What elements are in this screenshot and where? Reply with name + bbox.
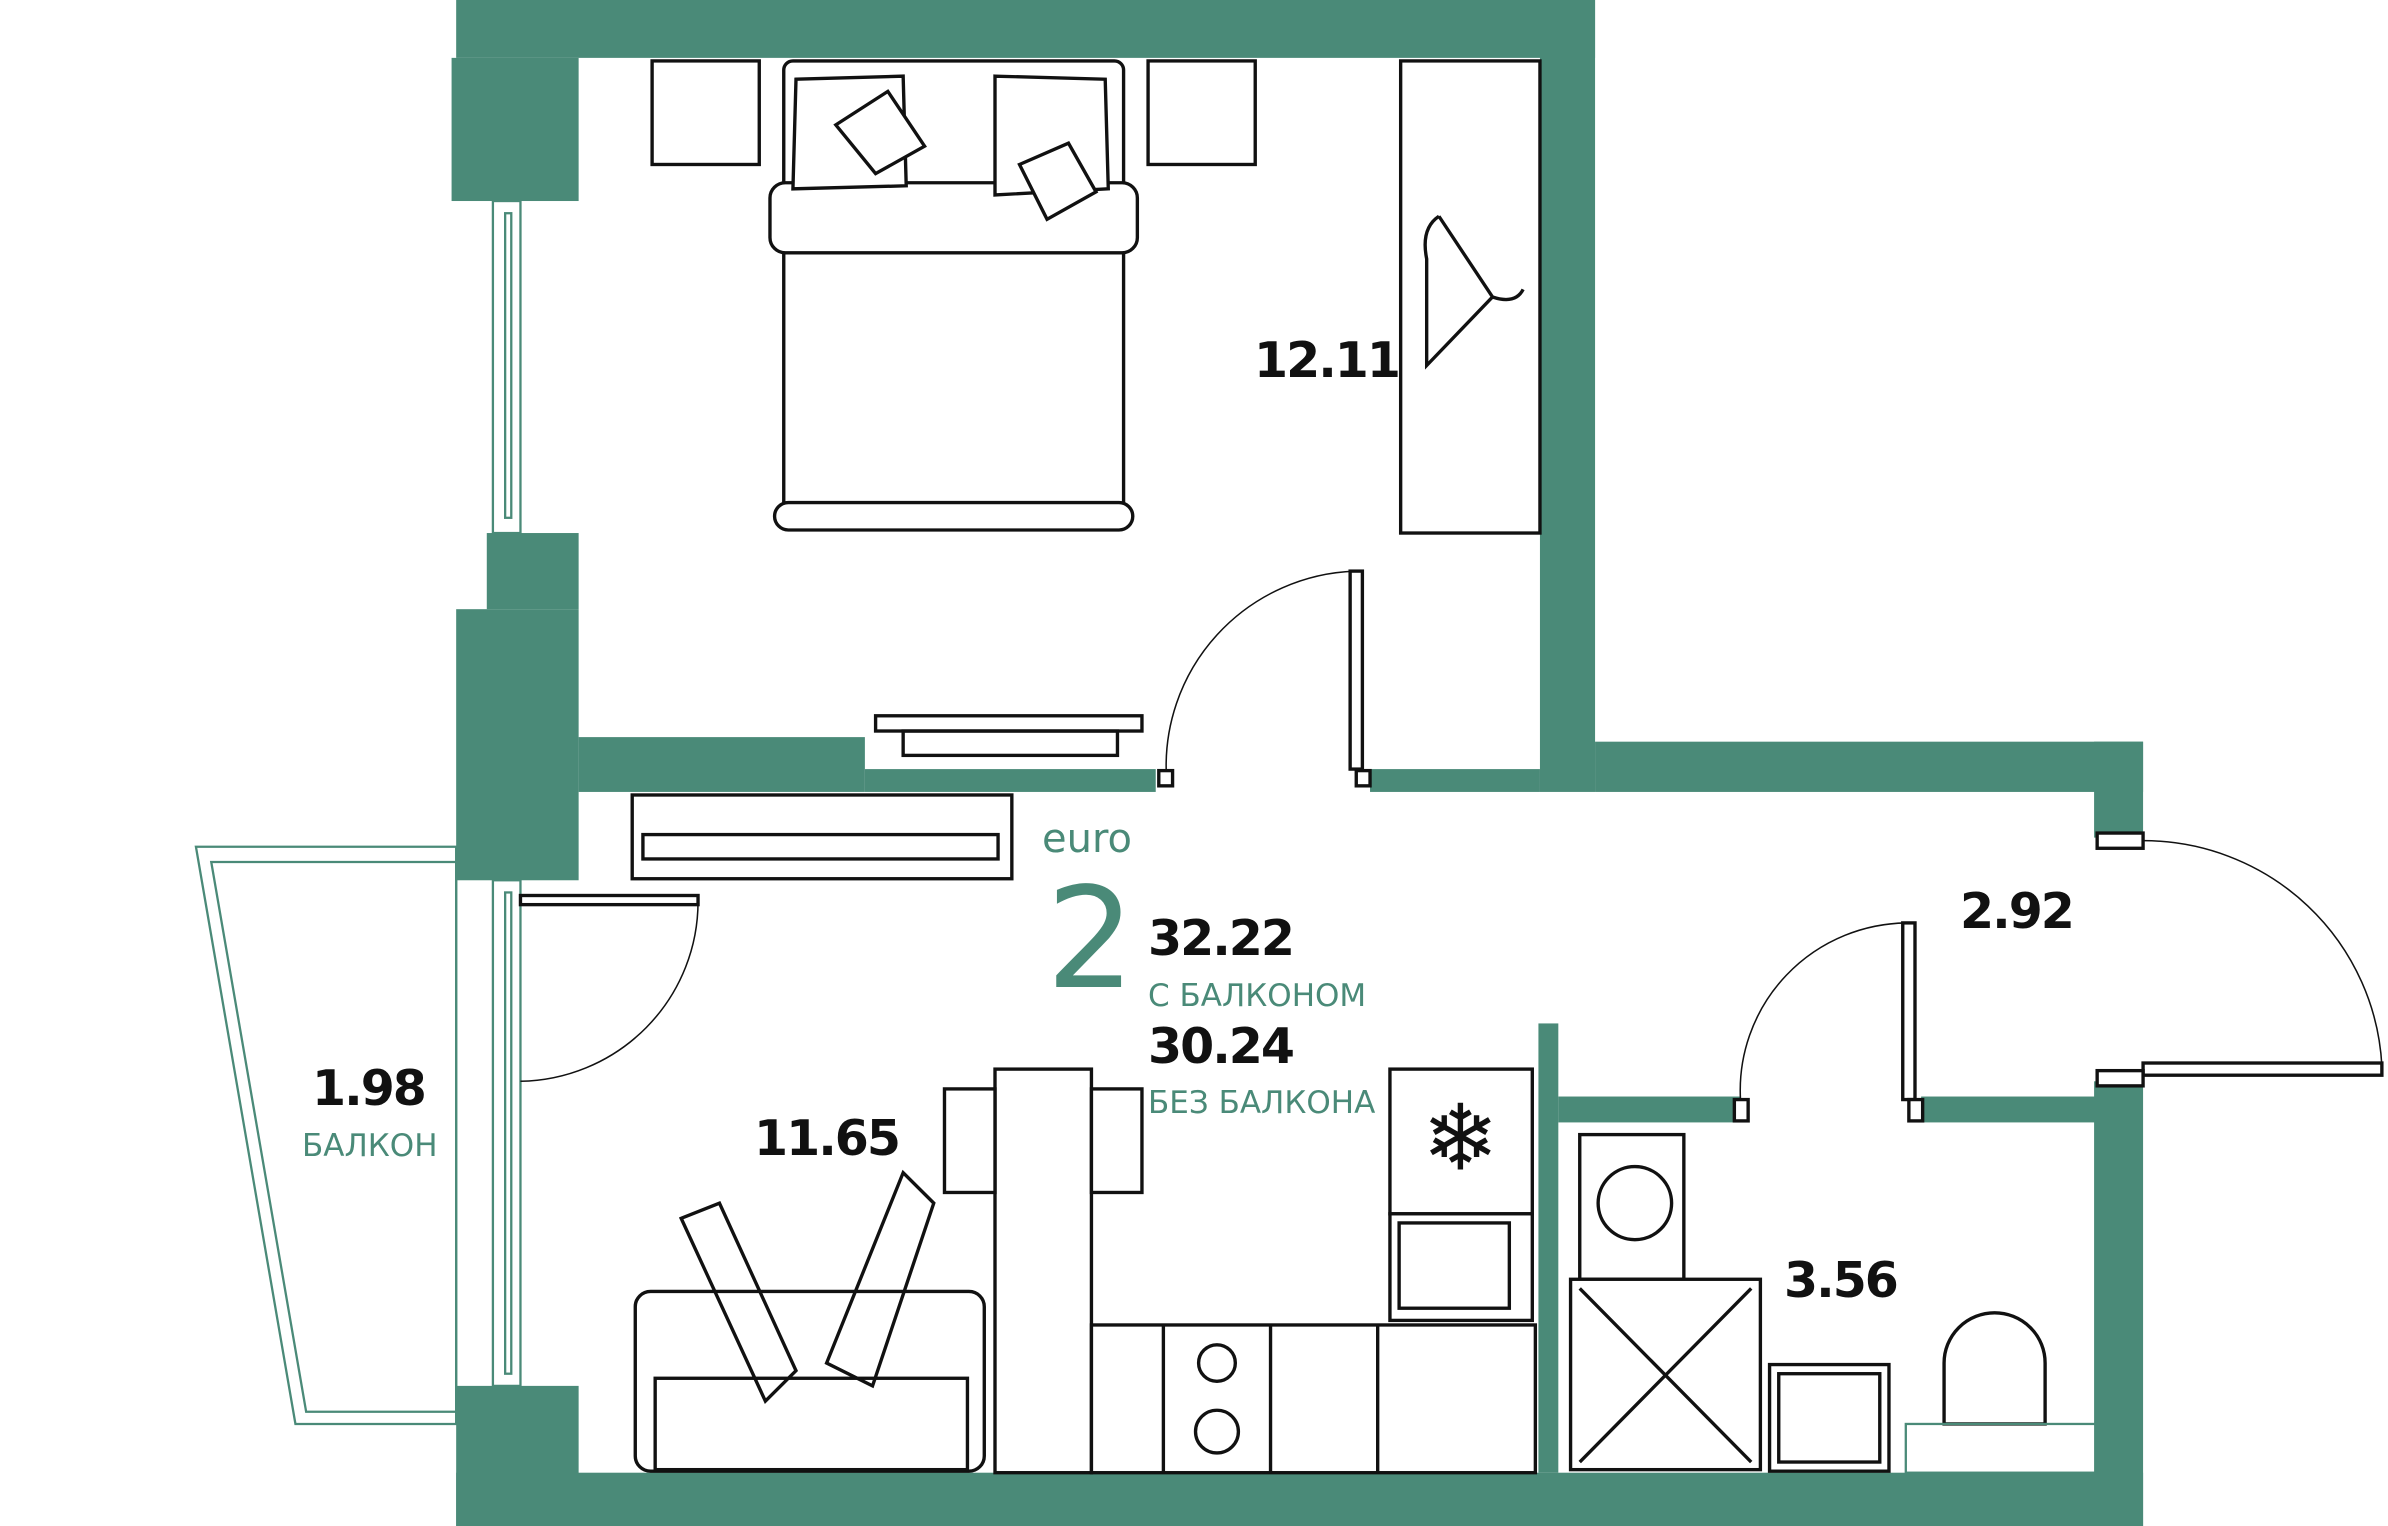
without-balcony-label: БЕЗ БАЛКОНА — [1148, 1085, 1376, 1121]
windows — [491, 199, 522, 1388]
walls — [451, 0, 2144, 1526]
doors — [518, 569, 2384, 1123]
snowflake-icon: ❄ — [1422, 1088, 1499, 1190]
bathroom-fixtures — [1568, 1132, 2099, 1474]
living-kitchen-area: 11.65 — [754, 1110, 901, 1167]
balcony-label: БАЛКОН — [302, 1128, 438, 1164]
balcony-outline — [194, 845, 458, 1426]
bedroom-furniture — [630, 59, 1542, 881]
apartment-type-label: euro — [1042, 816, 1132, 862]
bedroom-area: 12.11 — [1254, 332, 1401, 389]
total-with-balcony: 32.22 — [1148, 910, 1295, 967]
balcony-area: 1.98 — [312, 1060, 427, 1117]
hall-area: 2.92 — [1960, 883, 2075, 940]
total-without-balcony: 30.24 — [1148, 1018, 1295, 1075]
living-furniture: ❄ — [633, 1067, 1538, 1475]
rooms-count: 2 — [1046, 858, 1136, 1021]
with-balcony-label: С БАЛКОНОМ — [1148, 978, 1367, 1014]
bathroom-area: 3.56 — [1784, 1252, 1899, 1309]
